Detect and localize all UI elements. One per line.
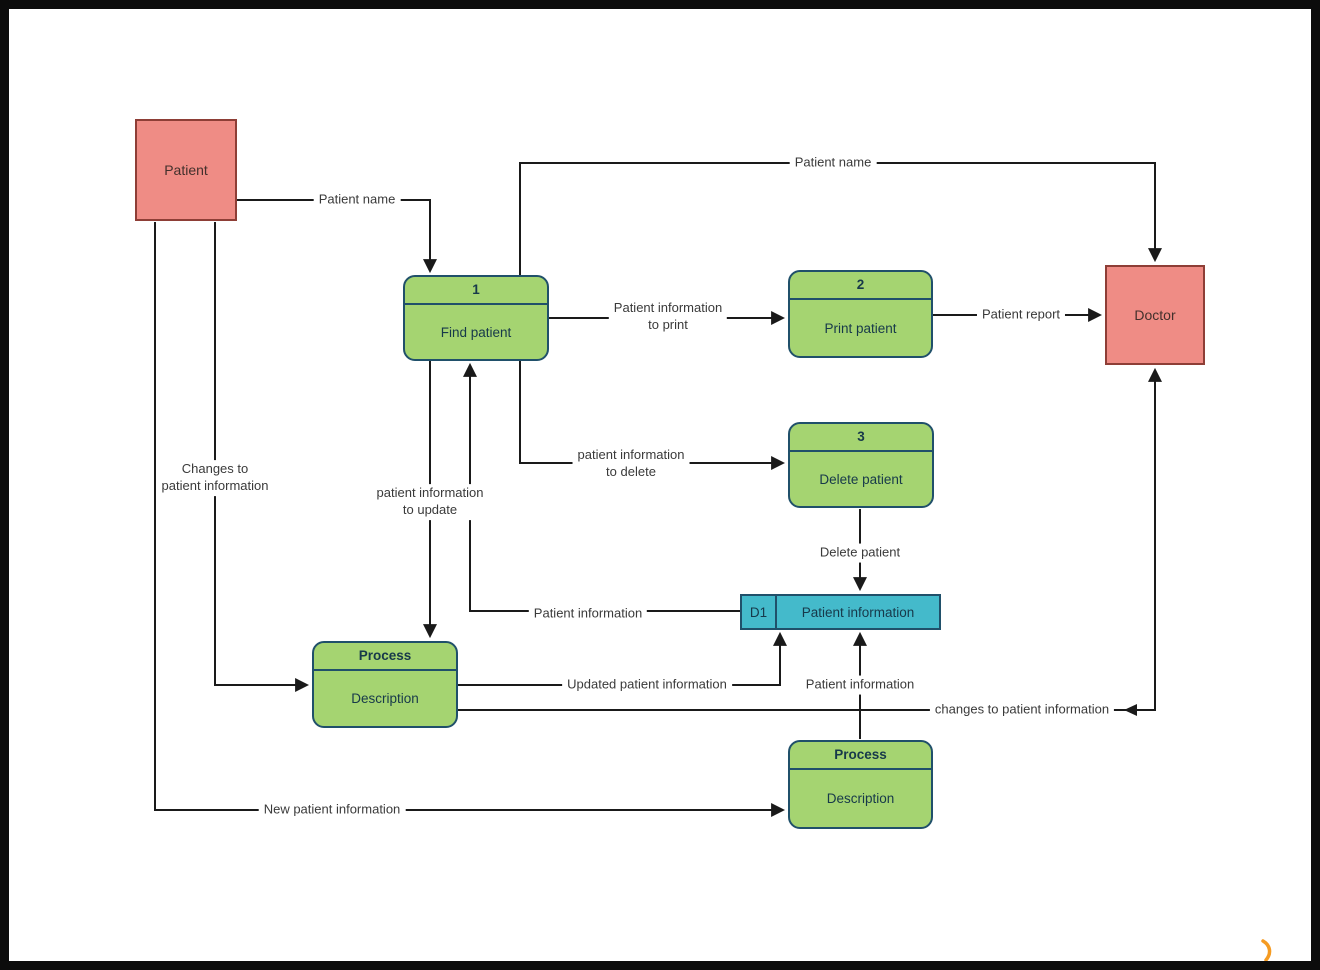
flow-label-info-to-print: Patient information to print bbox=[608, 299, 728, 335]
flow-label-info-to-update: patient information to update bbox=[371, 484, 489, 520]
process-find-patient-number: 1 bbox=[405, 277, 547, 305]
flow-label-delete-patient: Delete patient bbox=[814, 543, 906, 563]
process-print-patient-label: Print patient bbox=[824, 320, 897, 336]
watermark-mark bbox=[1261, 939, 1272, 962]
process-find-patient: 1 Find patient bbox=[403, 275, 549, 361]
process-find-patient-label: Find patient bbox=[440, 324, 512, 340]
process-create-label: Description bbox=[826, 791, 895, 806]
external-entity-doctor: Doctor bbox=[1105, 265, 1205, 365]
flow-label-info-to-delete: patient information to delete bbox=[572, 446, 690, 482]
flow-mid-arrowhead-left bbox=[1124, 704, 1137, 716]
flow-label-patient-information-1: Patient information bbox=[528, 604, 648, 624]
flow-label-patient-name-1: Patient name bbox=[313, 190, 401, 210]
flow-label-changes-from-patient: Changes to patient information bbox=[156, 460, 274, 496]
process-delete-patient: 3 Delete patient bbox=[788, 422, 934, 508]
flow-label-changes-to-patient-info: changes to patient information bbox=[929, 700, 1115, 720]
flow-label-patient-information-2: Patient information bbox=[800, 675, 920, 695]
datastore-d1-label: Patient information bbox=[801, 604, 915, 620]
flow-label-updated-info: Updated patient information bbox=[562, 675, 732, 695]
process-print-patient-number: 2 bbox=[790, 272, 931, 300]
entity-doctor-label: Doctor bbox=[1134, 307, 1176, 323]
datastore-d1: D1 Patient information bbox=[740, 594, 941, 630]
flow-line-new-patient-info bbox=[154, 222, 786, 817]
flow-label-patient-report: Patient report bbox=[976, 305, 1066, 325]
process-create-description: Process Description bbox=[788, 740, 933, 829]
flow-line-changes-to-patient-information bbox=[458, 367, 1162, 711]
process-update-description: Process Description bbox=[312, 641, 458, 728]
flow-line-changes-from-patient bbox=[214, 222, 310, 692]
process-delete-patient-number: 3 bbox=[790, 424, 932, 452]
flow-label-patient-name-2: Patient name bbox=[789, 153, 877, 173]
flow-line-info-to-delete bbox=[519, 361, 786, 470]
process-update-header: Process bbox=[314, 643, 456, 671]
process-update-label: Description bbox=[351, 691, 419, 706]
datastore-d1-key: D1 bbox=[742, 596, 777, 628]
flow-line-patient-name-to-doctor bbox=[519, 162, 1162, 275]
process-create-header: Process bbox=[790, 742, 931, 770]
process-delete-patient-label: Delete patient bbox=[819, 471, 903, 487]
flow-line-patient-name-to-find bbox=[237, 199, 437, 274]
flow-line-patient-information-to-find bbox=[463, 362, 740, 612]
entity-patient-label: Patient bbox=[164, 162, 208, 178]
external-entity-patient: Patient bbox=[135, 119, 237, 221]
process-print-patient: 2 Print patient bbox=[788, 270, 933, 358]
flow-label-new-patient-info: New patient information bbox=[258, 800, 406, 820]
